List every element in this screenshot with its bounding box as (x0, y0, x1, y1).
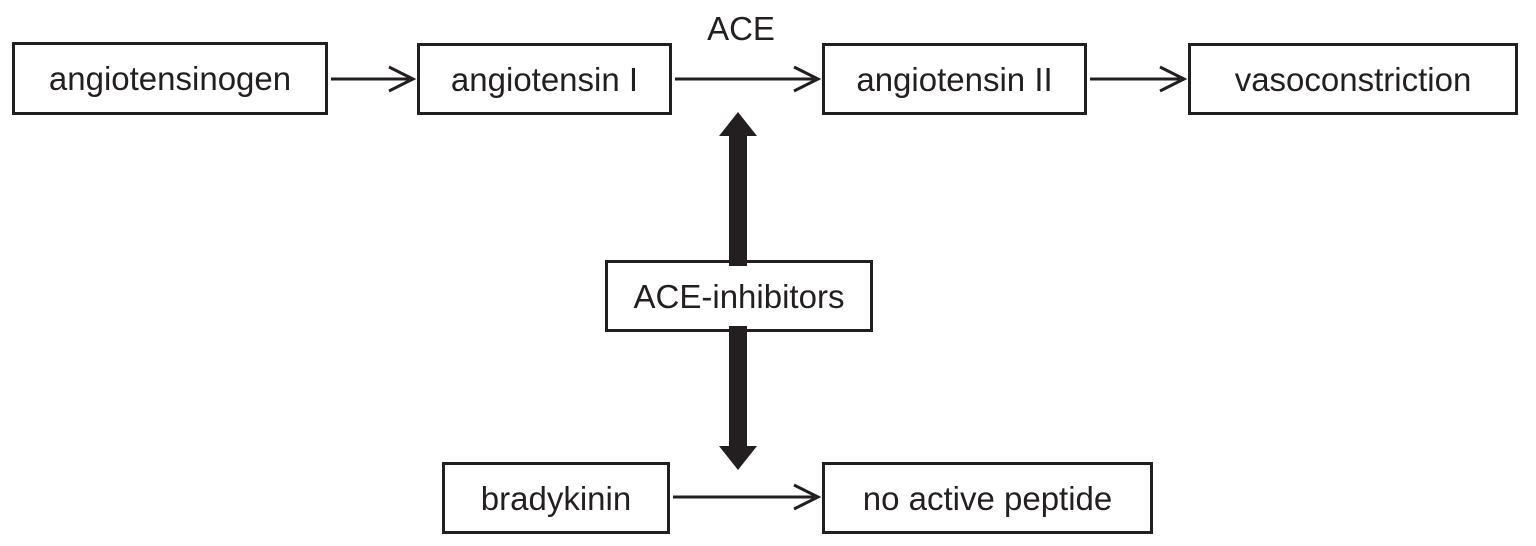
thick-arrow-inhibit-ace-step (719, 112, 757, 266)
box-no-active-peptide: no active peptide (822, 462, 1153, 534)
box-angiotensin-ii: angiotensin II (822, 43, 1087, 115)
box-bradykinin: bradykinin (442, 462, 670, 534)
box-vasoconstriction: vasoconstriction (1188, 43, 1518, 115)
thin-arrow-angiotensin-i-to-angiotensin-ii (675, 65, 822, 93)
box-angiotensin-i: angiotensin I (417, 43, 672, 115)
box-ace-inhibitors: ACE-inhibitors (605, 260, 873, 332)
box-angiotensinogen: angiotensinogen (12, 42, 328, 115)
thin-arrow-angiotensinogen-to-angiotensin-i (331, 65, 417, 93)
thin-arrow-angiotensin-ii-to-vasoconstriction (1090, 65, 1188, 93)
thick-arrow-inhibit-bradykinin-step (719, 326, 757, 470)
thin-arrow-bradykinin-to-no-active-peptide (673, 483, 822, 511)
label-ace: ACE (707, 10, 775, 47)
